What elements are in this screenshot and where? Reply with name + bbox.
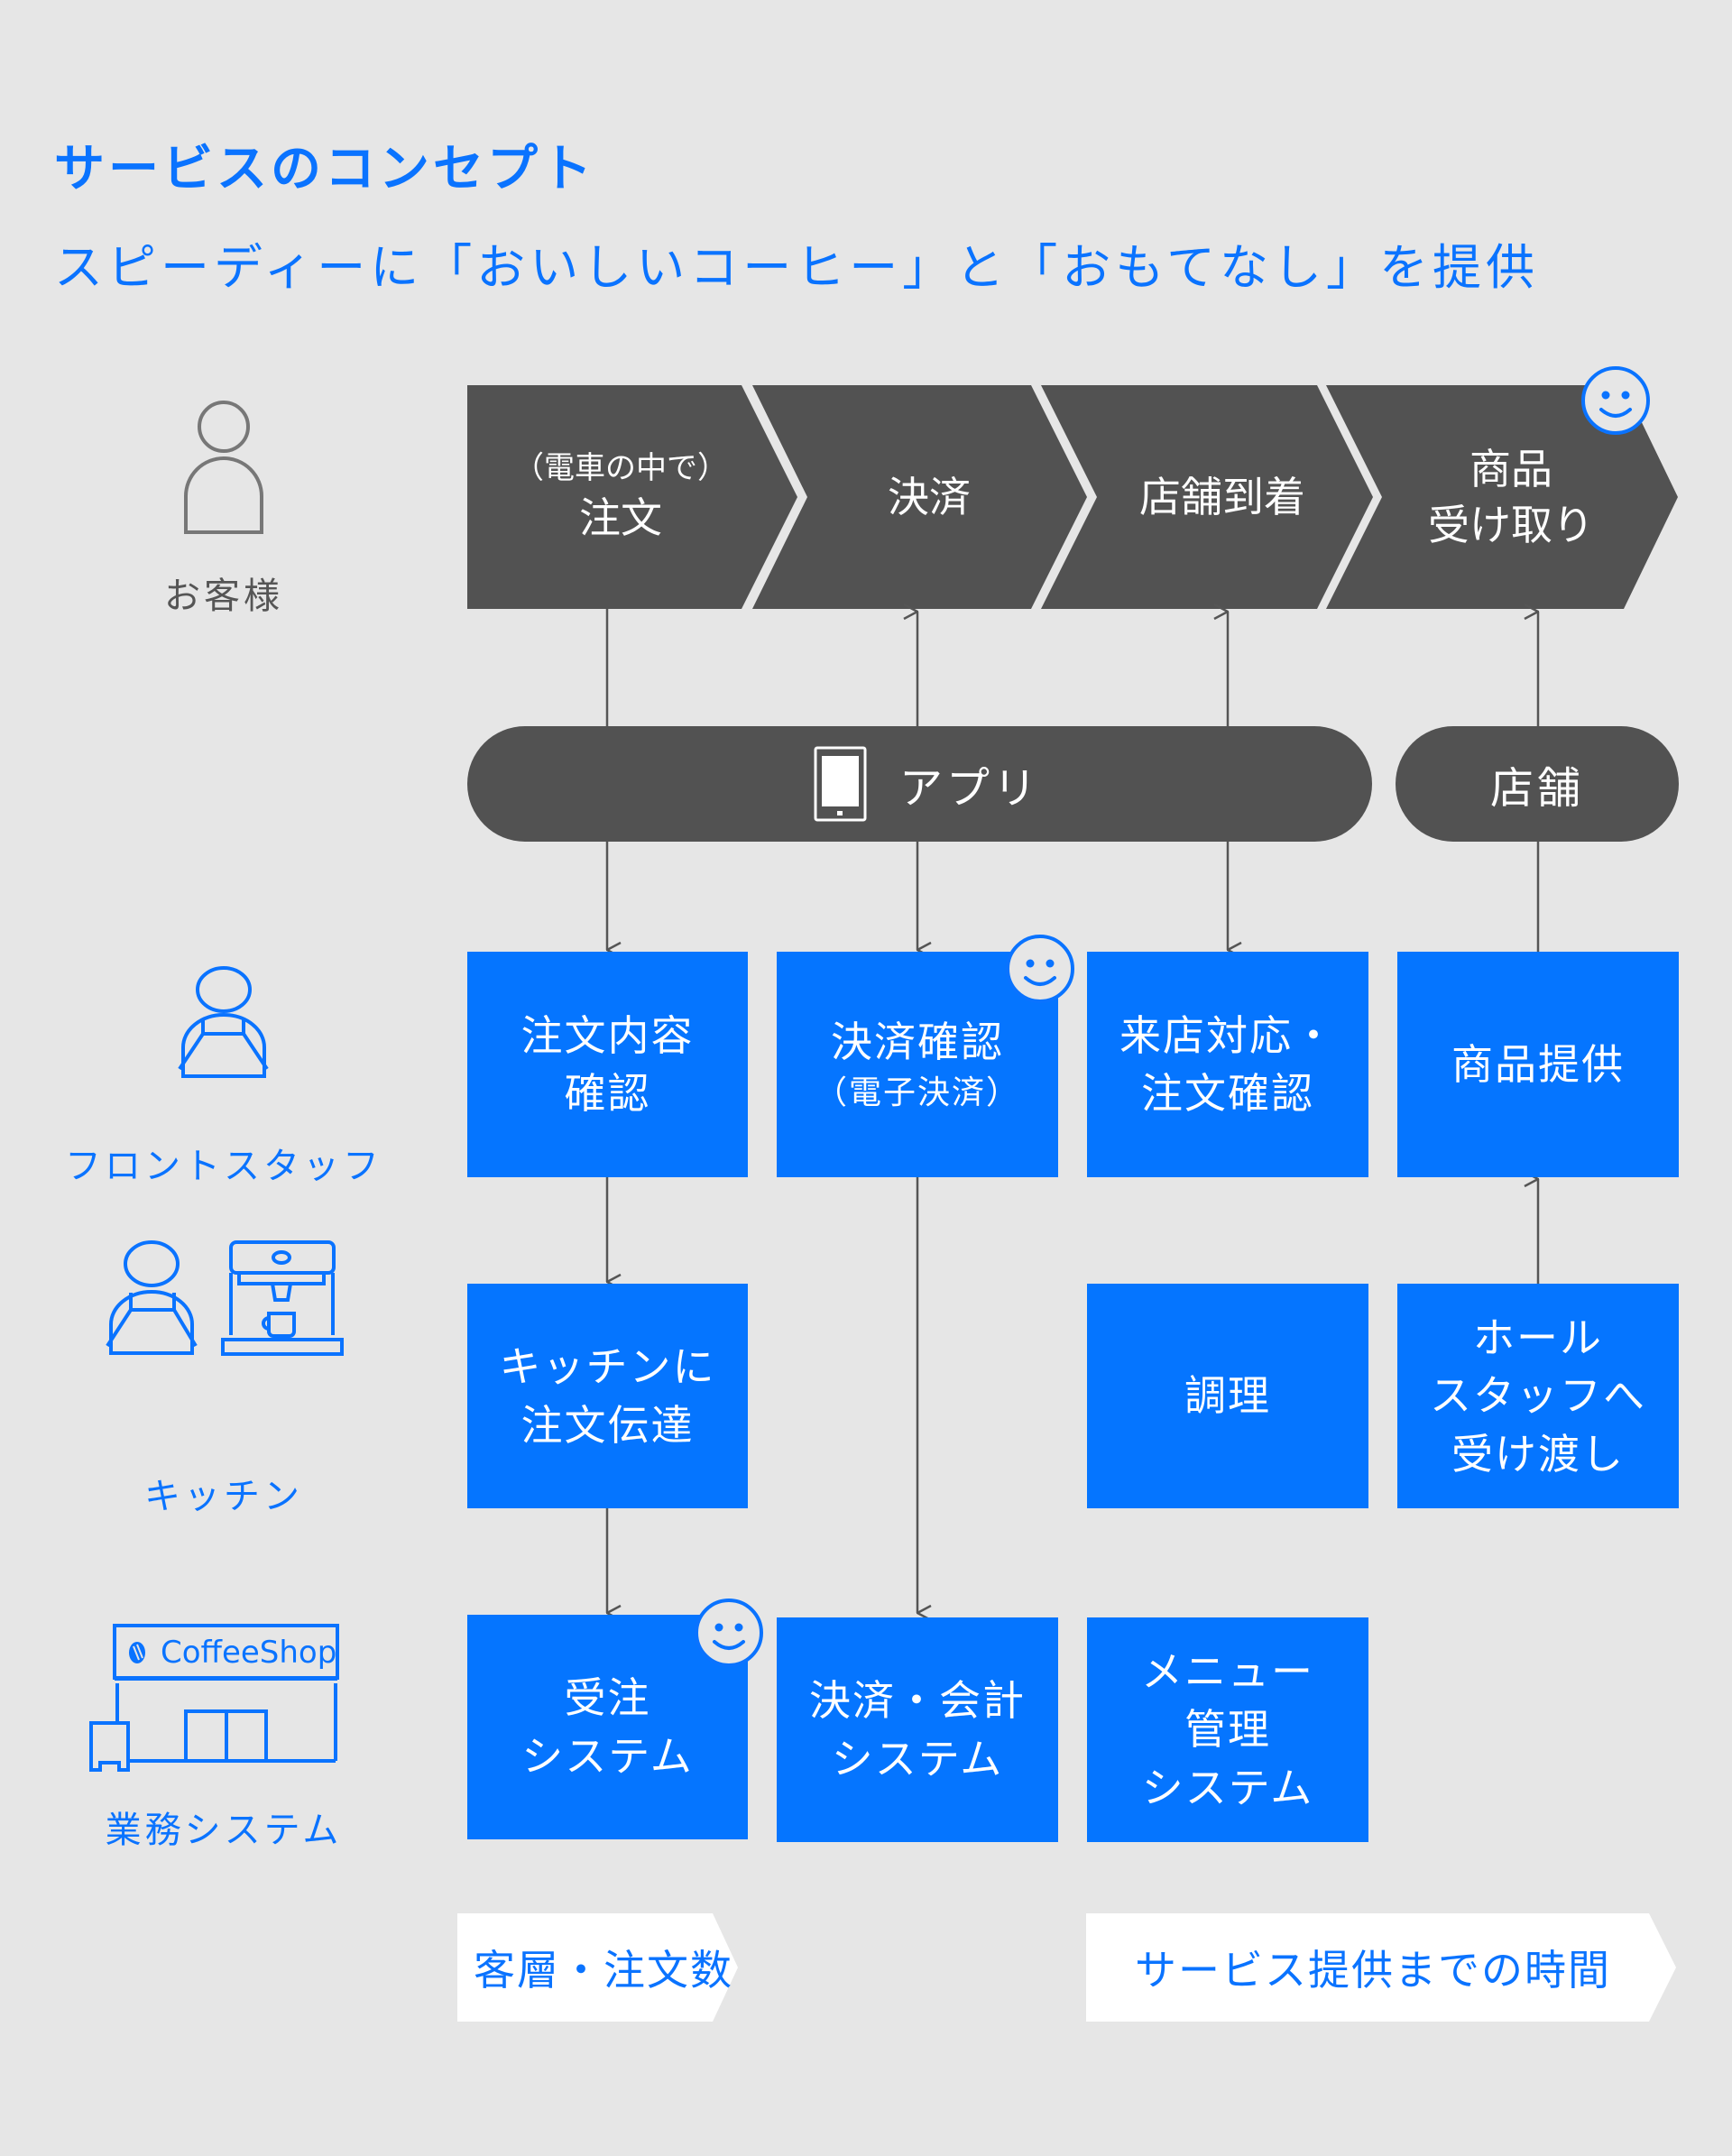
task-line: 来店対応・ xyxy=(1119,1010,1336,1060)
task-line: 注文伝達 xyxy=(521,1400,695,1450)
task-line: 決済・会計 xyxy=(809,1676,1026,1726)
step-order: （電車の中で） 注文 xyxy=(485,385,756,609)
chevron-step-arrival xyxy=(1041,385,1373,609)
task-line: キッチンに xyxy=(499,1342,716,1392)
step-arrival: 店舗到着 xyxy=(1087,385,1358,609)
task-cooking: 調理 xyxy=(1087,1284,1368,1508)
task-line: 受注 xyxy=(564,1673,651,1723)
chevron-step-pickup xyxy=(1326,385,1678,609)
step-pickup-main: 受け取り xyxy=(1428,501,1594,549)
task-product-serve: 商品提供 xyxy=(1397,952,1679,1177)
lane-label-system: 業務システム xyxy=(105,1810,343,1851)
task-kitchen-relay: キッチンに 注文伝達 xyxy=(467,1284,748,1508)
task-line: ホール xyxy=(1473,1313,1603,1362)
step-order-main: 注文 xyxy=(579,493,662,542)
lane-label-front-staff: フロントスタッフ xyxy=(65,1146,382,1187)
task-line: 注文確認 xyxy=(1141,1069,1314,1118)
kitchen-staff-coffee-machine-icon xyxy=(106,1240,344,1356)
system-payment-accounting: 決済・会計 システム xyxy=(777,1617,1058,1842)
app-channel-pill xyxy=(467,726,1372,842)
step-arrival-main: 店舗到着 xyxy=(1139,472,1305,521)
step-order-sub: （電車の中で） xyxy=(513,450,728,486)
coffee-shop-building-icon xyxy=(89,1624,339,1772)
task-line: 管理 xyxy=(1184,1705,1271,1755)
lane-label-customer: お客様 xyxy=(164,576,283,617)
task-line: システム xyxy=(1141,1763,1314,1812)
chevron-step-order xyxy=(467,385,797,609)
shop-sign-text: CoffeeShop xyxy=(161,1635,336,1671)
metric-customers-orders: 客層・注文数 xyxy=(474,1946,733,1995)
task-visit-order-confirm: 来店対応・ 注文確認 xyxy=(1087,952,1368,1177)
staff-apron-icon xyxy=(178,966,269,1078)
task-line: 商品提供 xyxy=(1451,1039,1625,1089)
task-line: メニュー xyxy=(1141,1646,1314,1696)
step-payment-main: 決済 xyxy=(888,472,971,521)
chevron-step-payment xyxy=(752,385,1087,609)
store-channel-label: 店舗 xyxy=(1489,763,1584,814)
task-line: スタッフへ xyxy=(1430,1371,1646,1421)
task-line: 受け渡し xyxy=(1451,1429,1625,1479)
metric-service-time: サービス提供までの時間 xyxy=(1135,1946,1611,1995)
task-line: システム xyxy=(521,1731,694,1781)
smiley-icon xyxy=(1006,935,1074,1003)
task-line: 注文内容 xyxy=(521,1010,695,1060)
task-line: システム xyxy=(831,1734,1004,1783)
task-line: 確認 xyxy=(564,1069,651,1118)
metric-arrow-customers xyxy=(457,1913,738,2022)
task-order-confirm: 注文内容 確認 xyxy=(467,952,748,1177)
smartphone-icon xyxy=(814,746,867,822)
smiley-icon xyxy=(695,1599,763,1667)
task-line: （電子決済） xyxy=(814,1074,1020,1111)
task-line: 決済確認 xyxy=(831,1017,1004,1066)
smiley-icon xyxy=(1581,366,1650,435)
step-payment: 決済 xyxy=(794,385,1064,609)
system-menu-management: メニュー 管理 システム xyxy=(1087,1617,1368,1842)
page-subtitle: スピーディーに「おいしいコーヒー」と「おもてなし」を提供 xyxy=(54,239,1540,296)
page-title: サービスのコンセプト xyxy=(54,140,595,198)
lane-label-kitchen: キッチン xyxy=(144,1476,303,1517)
task-payment-confirm: 決済確認 （電子決済） xyxy=(777,952,1058,1177)
step-pickup-sub: 商品 xyxy=(1469,444,1552,493)
metric-arrow-service-time xyxy=(1086,1913,1676,2022)
task-line: 調理 xyxy=(1184,1371,1271,1421)
store-channel-pill xyxy=(1396,726,1679,842)
task-handover: ホール スタッフへ 受け渡し xyxy=(1397,1284,1679,1508)
app-channel-label: アプリ xyxy=(898,763,1040,814)
step-pickup: 商品 受け取り xyxy=(1380,385,1642,609)
person-icon xyxy=(184,401,263,534)
